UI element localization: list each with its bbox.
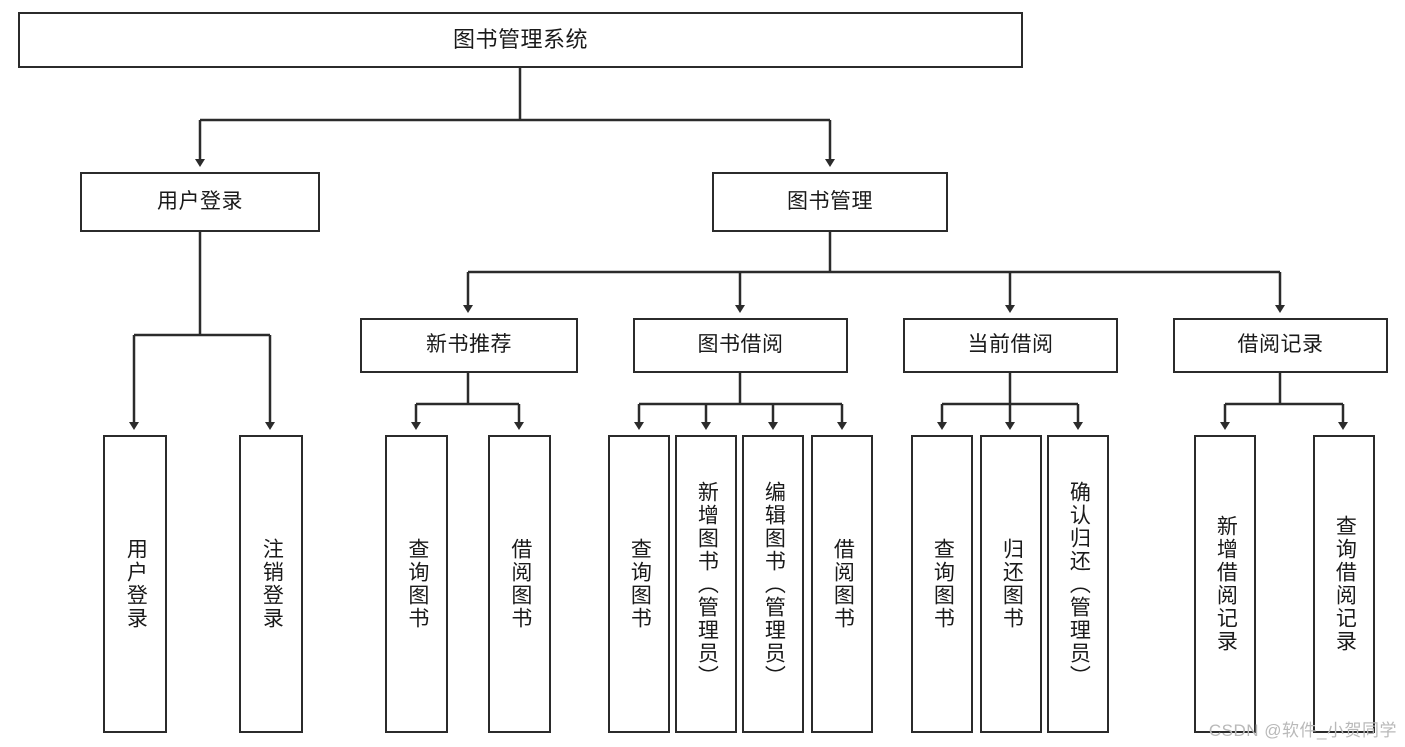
node-label: 借阅图书: [831, 538, 855, 630]
leaf-recommend-query-book[interactable]: 查询图书: [385, 435, 448, 733]
node-label: 图书借阅: [697, 333, 784, 357]
leaf-borrow-borrow-book[interactable]: 借阅图书: [811, 435, 873, 733]
node-user-login[interactable]: 用户登录: [80, 172, 320, 232]
node-label: 图书管理: [787, 189, 873, 213]
leaf-borrow-query-book[interactable]: 查询图书: [608, 435, 670, 733]
node-label: 借阅图书: [508, 538, 532, 630]
leaf-current-query-book[interactable]: 查询图书: [911, 435, 973, 733]
node-label: 查询图书: [628, 538, 652, 630]
node-label: 用户登录: [157, 189, 243, 213]
node-label: 查询图书: [405, 538, 429, 630]
leaf-user-logout[interactable]: 注销登录: [239, 435, 303, 733]
node-borrow-record[interactable]: 借阅记录: [1173, 318, 1388, 373]
watermark-text: CSDN @软件_小贺同学: [1208, 721, 1397, 740]
leaf-record-query-borrow-record[interactable]: 查询借阅记录: [1313, 435, 1375, 733]
leaf-user-login[interactable]: 用户登录: [103, 435, 167, 733]
node-root-system[interactable]: 图书管理系统: [18, 12, 1023, 68]
node-label: 新书推荐: [426, 333, 512, 357]
node-new-book-recommend[interactable]: 新书推荐: [360, 318, 578, 373]
node-label: 查询图书: [931, 538, 955, 630]
node-label: 新增借阅记录: [1214, 515, 1238, 653]
node-label: 确认归还（管理员）: [1067, 480, 1091, 688]
node-book-management[interactable]: 图书管理: [712, 172, 948, 232]
node-label: 查询借阅记录: [1333, 515, 1357, 653]
node-label: 归还图书: [1000, 538, 1024, 630]
node-label: 当前借阅: [967, 333, 1054, 357]
node-label: 编辑图书（管理员）: [762, 480, 786, 688]
node-label: 新增图书（管理员）: [695, 480, 719, 688]
leaf-borrow-add-book-admin[interactable]: 新增图书（管理员）: [675, 435, 737, 733]
leaf-record-add-borrow-record[interactable]: 新增借阅记录: [1194, 435, 1256, 733]
node-current-borrow[interactable]: 当前借阅: [903, 318, 1118, 373]
node-label: 注销登录: [260, 538, 284, 630]
node-book-borrow[interactable]: 图书借阅: [633, 318, 848, 373]
node-label: 图书管理系统: [452, 27, 588, 53]
leaf-current-return-book[interactable]: 归还图书: [980, 435, 1042, 733]
node-label: 借阅记录: [1237, 333, 1324, 357]
leaf-current-confirm-return-admin[interactable]: 确认归还（管理员）: [1047, 435, 1109, 733]
leaf-borrow-edit-book-admin[interactable]: 编辑图书（管理员）: [742, 435, 804, 733]
node-label: 用户登录: [124, 538, 148, 630]
leaf-recommend-borrow-book[interactable]: 借阅图书: [488, 435, 551, 733]
